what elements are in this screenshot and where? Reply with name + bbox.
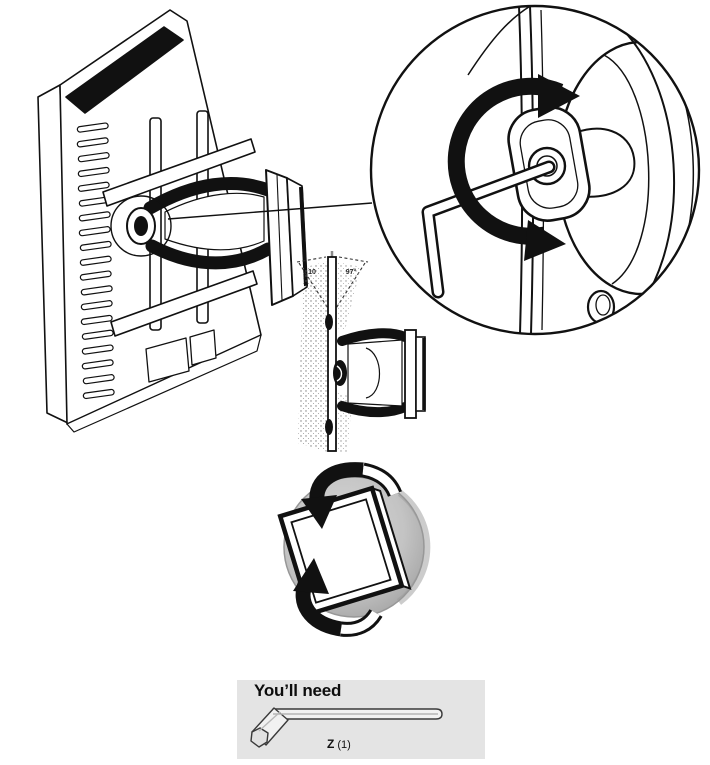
hex-wrench-icon <box>250 707 443 748</box>
you-will-need-panel: You’ll need Z(1) <box>237 680 485 759</box>
tool-label-quantity: (1) <box>337 739 351 751</box>
screen-rotation-icon <box>277 462 431 637</box>
monitor-profile <box>327 256 337 452</box>
callout-ring <box>110 195 172 257</box>
rotate-arrow-down <box>301 462 402 529</box>
monitor-back-view <box>37 9 308 433</box>
side-view-tilt: 10 97° <box>296 251 426 452</box>
vesa-crossbar-bottom <box>110 270 258 337</box>
rotation-arrowhead-bottom <box>524 220 566 261</box>
tilt-stipple <box>298 261 328 452</box>
tool-label-letter: Z <box>327 737 335 751</box>
side-mount-arm <box>337 328 426 419</box>
rotation-arrowhead-top <box>538 74 580 118</box>
detail-callout-circle <box>369 4 701 336</box>
connector-cutout <box>145 337 190 383</box>
vesa-crossbar-top <box>102 138 256 207</box>
hex-key-icon <box>421 160 556 299</box>
rotation-arrow-icon <box>447 74 580 261</box>
callout-leader-line <box>167 202 373 220</box>
wrench-hex-tip <box>250 727 269 748</box>
you-will-need-title: You’ll need <box>254 681 342 700</box>
tool-label: Z(1) <box>327 735 351 753</box>
top-vent-strip <box>65 26 184 114</box>
connector-cutout-small <box>189 329 217 366</box>
tilt-pivot <box>333 360 347 386</box>
mount-arm <box>126 169 308 306</box>
rotate-arrow-up <box>293 558 383 637</box>
